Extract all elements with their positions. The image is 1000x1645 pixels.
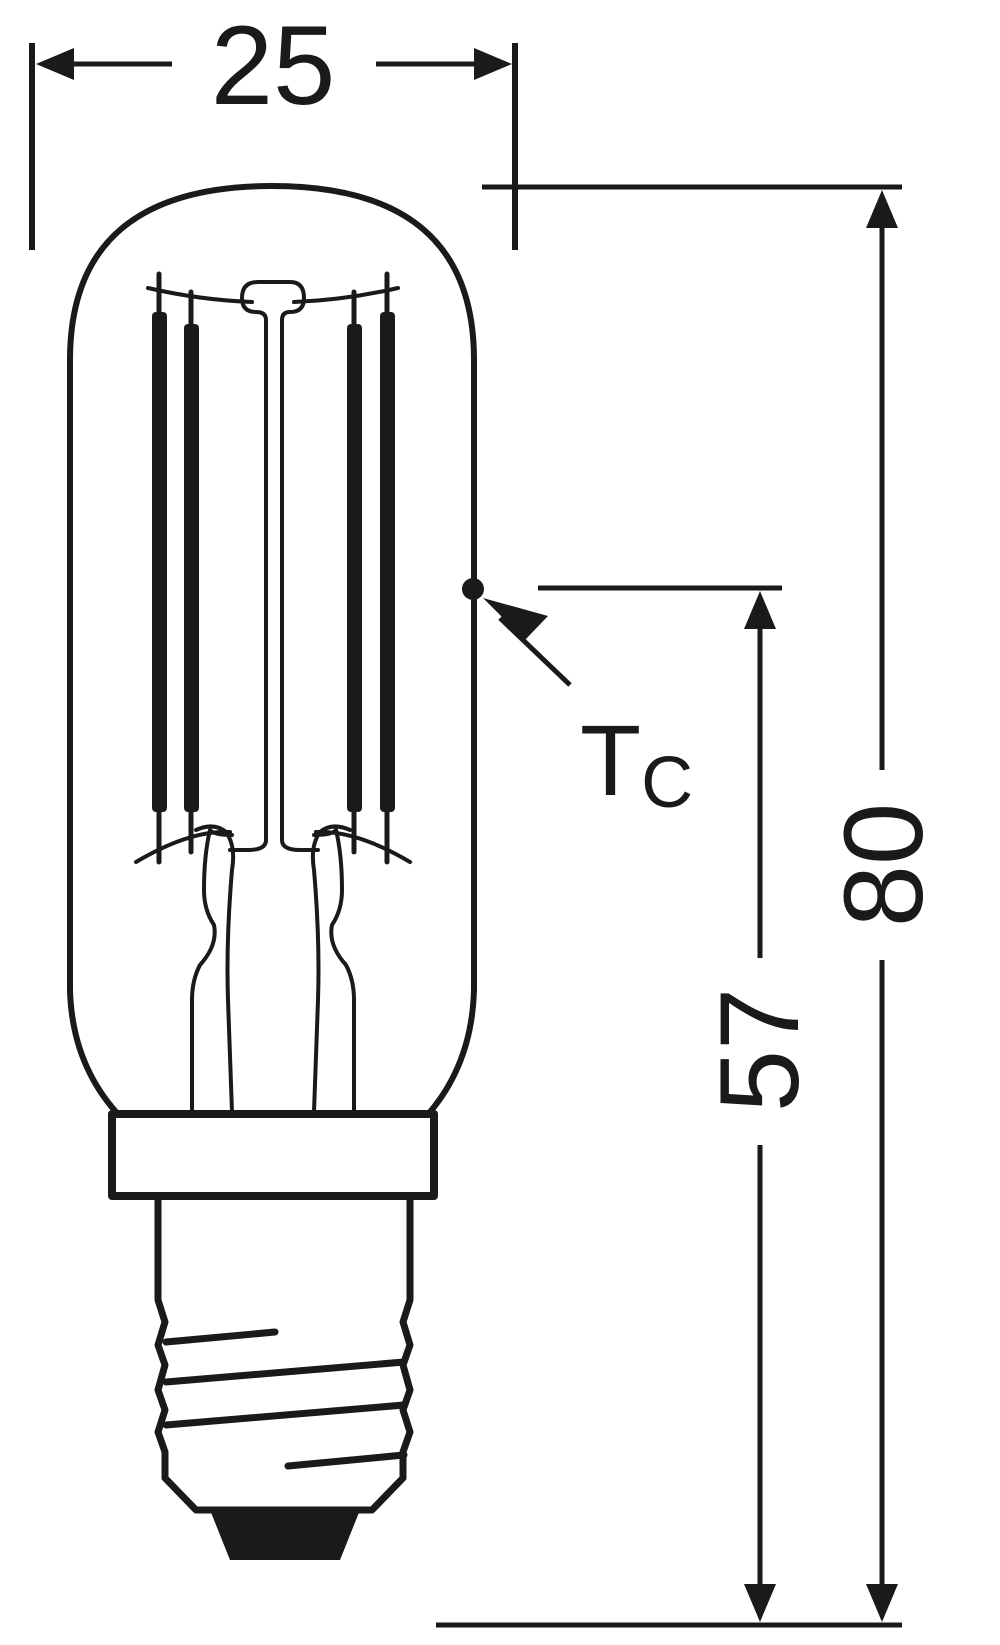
height-arrow-bottom-icon	[866, 1584, 898, 1622]
stem-base-right	[280, 838, 320, 852]
height-label: 80	[821, 803, 946, 928]
filament-assembly	[134, 271, 412, 1114]
lead-wire-right-outer	[312, 828, 356, 1114]
tc-arrow-top-icon	[744, 591, 776, 629]
filament-bar-1	[152, 312, 167, 812]
base-contact	[210, 1510, 360, 1560]
tc-label-sub: C	[641, 743, 693, 823]
tc-arrow-bottom-icon	[744, 1584, 776, 1622]
top-support-wire	[146, 286, 400, 304]
bottom-support-wire	[134, 829, 412, 864]
base-collar	[108, 1110, 438, 1200]
tc-label: TC	[580, 705, 693, 823]
screw-base	[154, 1194, 414, 1514]
thread-4	[284, 1451, 408, 1470]
thread-1	[162, 1328, 279, 1346]
width-label: 25	[211, 3, 336, 128]
filament-bar-3	[347, 324, 362, 812]
screw-outline	[154, 1194, 414, 1514]
tc-leader-arrow-icon	[483, 598, 548, 640]
lead-wire-right-inner	[310, 824, 352, 1114]
filament-bars	[152, 312, 395, 812]
filament-bar-2	[184, 324, 199, 812]
lead-wire-left-outer	[190, 828, 234, 1114]
height-arrow-top-icon	[866, 190, 898, 228]
tc-leader-line	[498, 616, 572, 687]
tc-height-label: 57	[697, 988, 822, 1113]
tc-height-dimension	[538, 585, 782, 1622]
thread-2	[162, 1358, 408, 1386]
width-dimension	[29, 43, 518, 250]
filament-bar-4	[380, 312, 395, 812]
glass-outline	[67, 183, 477, 1114]
thread-3	[162, 1401, 408, 1429]
tc-label-main: T	[580, 705, 641, 817]
bulb-glass	[67, 183, 477, 1114]
tc-annotation	[462, 578, 572, 687]
width-arrow-right-icon	[474, 48, 512, 80]
filament-strips	[156, 271, 390, 865]
width-arrow-left-icon	[36, 48, 74, 80]
central-stem	[240, 280, 306, 842]
lead-wire-left-inner	[194, 824, 236, 1114]
stem-base-left	[228, 838, 268, 852]
height-dimension	[436, 184, 902, 1628]
